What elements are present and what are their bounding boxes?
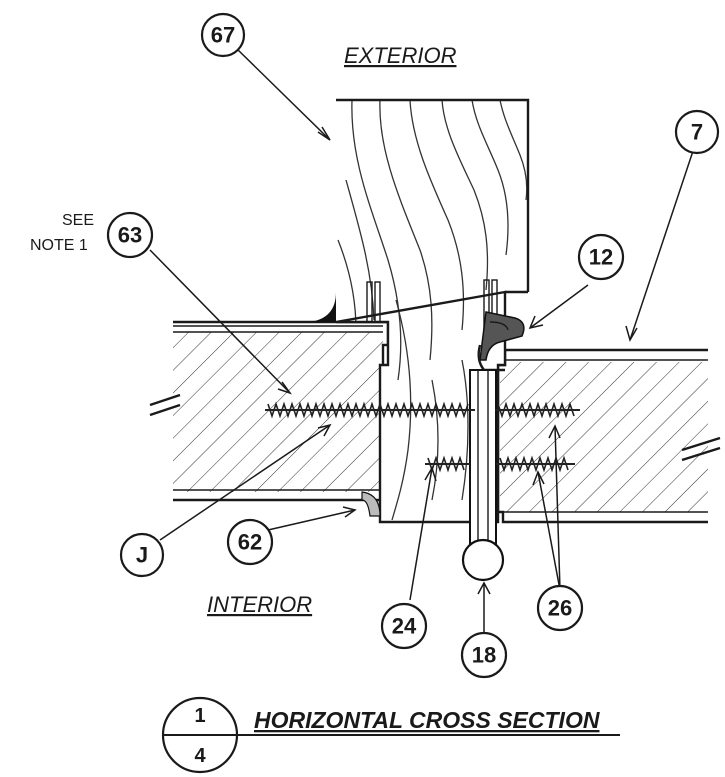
svg-text:62: 62 [238, 530, 262, 555]
through-bolt [461, 369, 505, 582]
leader-lines [149, 47, 695, 633]
svg-text:J: J [136, 543, 148, 568]
section-title-text: HORIZONTAL CROSS SECTION [254, 707, 600, 733]
sealant-bead [310, 292, 336, 322]
callout-12: 12 [577, 233, 625, 281]
callout-24: 24 [380, 602, 428, 650]
svg-text:7: 7 [691, 120, 703, 145]
exterior-label: EXTERIOR [344, 43, 457, 68]
svg-text:67: 67 [211, 23, 235, 48]
section-title: 1 4 HORIZONTAL CROSS SECTION [161, 696, 620, 774]
see-note-line2: NOTE 1 [30, 237, 88, 254]
sheet-number: 4 [194, 745, 206, 767]
bottom-sealant [361, 491, 381, 517]
see-note-line1: SEE [62, 212, 94, 229]
break-marks [149, 393, 721, 462]
callout-67: 67 [200, 12, 246, 58]
svg-text:12: 12 [589, 245, 613, 270]
long-screw [265, 401, 580, 419]
metal-trim [173, 281, 383, 327]
callout-18: 18 [460, 631, 508, 679]
callout-62: 62 [226, 518, 274, 566]
callout-7: 7 [674, 109, 720, 155]
svg-text:24: 24 [392, 614, 417, 639]
callout-J: J [119, 532, 165, 578]
callout-26: 26 [536, 584, 584, 632]
right-panel [496, 348, 708, 524]
section-number: 1 [194, 705, 205, 727]
callout-63: 63 [106, 211, 154, 259]
svg-text:26: 26 [548, 596, 572, 621]
svg-text:18: 18 [472, 643, 496, 668]
interior-label: INTERIOR [207, 592, 312, 617]
svg-text:63: 63 [118, 223, 142, 248]
